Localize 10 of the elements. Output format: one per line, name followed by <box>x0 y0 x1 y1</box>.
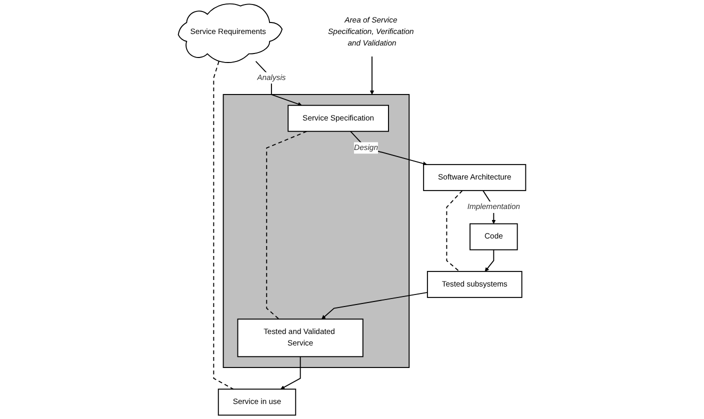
arrow <box>370 56 374 95</box>
arrow <box>255 60 302 106</box>
cluster <box>222 94 410 368</box>
arrow <box>484 249 494 272</box>
connector <box>213 60 234 390</box>
arrow <box>322 292 428 320</box>
arrow <box>350 130 428 166</box>
connector <box>446 190 463 272</box>
connector <box>266 130 308 320</box>
arrow <box>280 356 301 390</box>
